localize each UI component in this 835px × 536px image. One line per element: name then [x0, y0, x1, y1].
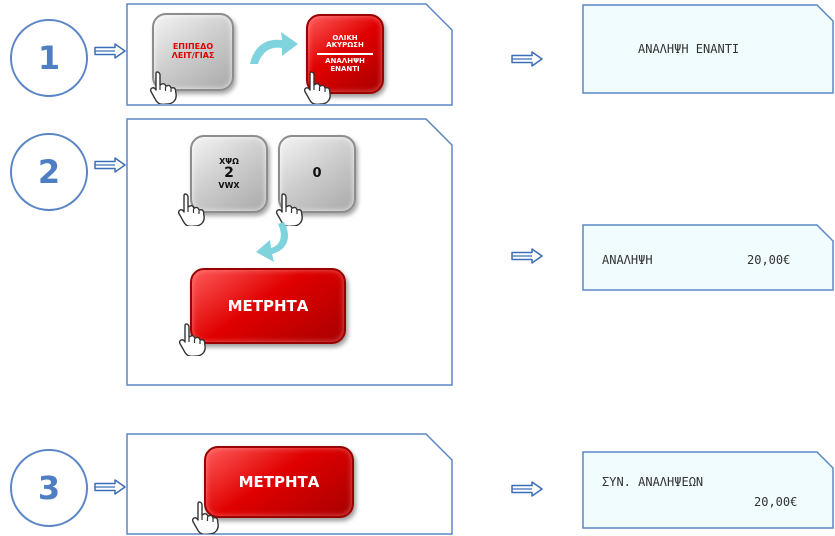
right-arrow-icon [510, 481, 544, 497]
display-line-1: ΑΝΑΛΗΨΗ ΕΝΑΝΤΙ [638, 42, 740, 56]
step-2-circle: 2 [10, 133, 88, 211]
curved-arrow-icon [256, 222, 288, 262]
key-label-line2: ΛΕΙΤ/ΓΙΑΣ [171, 51, 215, 60]
hand-pointer-icon [172, 192, 208, 226]
key-top-label-1: ΟΛΙΚΗ [332, 33, 358, 42]
display-amount: 20,00€ [747, 253, 791, 267]
display-line-1: ΣΥΝ. ΑΝΑΛΗΨΕΩΝ [602, 475, 704, 489]
hand-pointer-icon [173, 322, 209, 356]
step-3-circle: 3 [10, 449, 88, 527]
cash-key[interactable]: ΜΕΤΡΗΤΑ [190, 268, 346, 344]
digit-0-key[interactable]: 0 [278, 135, 356, 213]
key-label: ΜΕΤΡΗΤΑ [227, 296, 309, 315]
digit-2-key[interactable]: ΧΨΩ 2 VWX [190, 135, 268, 213]
step-1-number: 1 [37, 39, 61, 77]
right-arrow-icon [510, 248, 544, 264]
curved-arrow-icon [250, 32, 298, 64]
key-top-label-2: ΑΚΥΡΩΣΗ [326, 41, 364, 50]
right-arrow-icon [93, 479, 127, 495]
step-1-display: ΑΝΑΛΗΨΗ ΕΝΑΝΤΙ [582, 4, 834, 94]
hand-pointer-icon [144, 70, 180, 104]
hand-pointer-icon [298, 70, 334, 104]
key-digit: 2 [224, 165, 234, 182]
key-letters-greek: ΧΨΩ [219, 156, 239, 166]
step-3-display: ΣΥΝ. ΑΝΑΛΗΨΕΩΝ 20,00€ [582, 451, 834, 529]
step-3-number: 3 [37, 469, 61, 507]
display-label: ΑΝΑΛΗΨΗ [602, 253, 653, 267]
key-label-line1: ΕΠΙΠΕΔΟ [172, 42, 214, 52]
key-digit: 0 [312, 165, 322, 181]
mode-level-key[interactable]: ΕΠΙΠΕΔΟ ΛΕΙΤ/ΓΙΑΣ [152, 13, 234, 91]
key-label: ΜΕΤΡΗΤΑ [238, 472, 320, 491]
right-arrow-icon [510, 51, 544, 67]
step-1-circle: 1 [10, 19, 88, 97]
cash-key[interactable]: ΜΕΤΡΗΤΑ [204, 446, 354, 518]
hand-pointer-icon [186, 500, 222, 534]
key-bottom-label-2: ΕΝΑΝΤΙ [330, 64, 360, 73]
display-amount: 20,00€ [754, 495, 798, 509]
key-bottom-label-1: ΑΝΑΛΗΨΗ [325, 57, 365, 65]
key-divider [317, 53, 373, 55]
void-withdrawal-key[interactable]: ΟΛΙΚΗ ΑΚΥΡΩΣΗ ΑΝΑΛΗΨΗ ΕΝΑΝΤΙ [306, 14, 384, 94]
step-2-number: 2 [37, 153, 61, 191]
step-2-display: ΑΝΑΛΗΨΗ 20,00€ [582, 224, 834, 291]
key-letters-latin: VWX [218, 180, 240, 190]
right-arrow-icon [93, 43, 127, 59]
right-arrow-icon [93, 157, 127, 173]
